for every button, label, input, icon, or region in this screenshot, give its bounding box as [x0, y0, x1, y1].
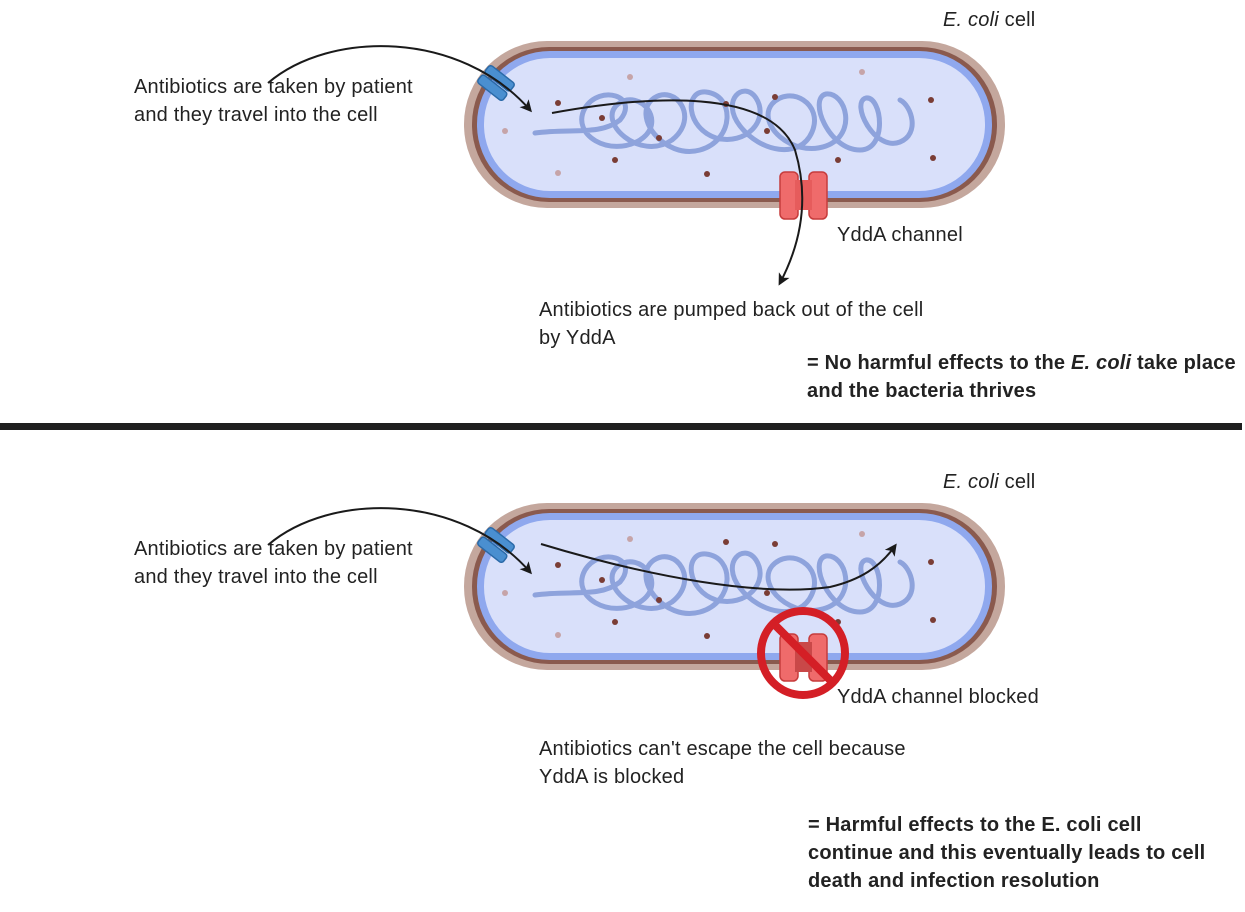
dna-strand: [532, 88, 915, 154]
species-name: E. coli: [943, 9, 999, 31]
porin-icon: [477, 64, 515, 102]
blocked-sign-icon: [757, 607, 849, 699]
bottom-cell-diagram: [267, 503, 1005, 699]
outcome-text: = Harmful effects to the E. coli cell co…: [808, 814, 1206, 892]
efflux-text: Antibiotics are pumped back out of the c…: [539, 299, 924, 349]
cell-label: E. coli cell: [943, 468, 1035, 496]
channel-label: YddA channel: [837, 224, 963, 246]
efflux-arrow: [551, 99, 804, 286]
intake-arrow: [267, 45, 532, 113]
dna-strand: [532, 550, 915, 616]
cell-word: cell: [1004, 9, 1036, 31]
species-name: E. coli: [943, 471, 999, 493]
porin-icon: [477, 526, 515, 564]
channel-label: YddA channel blocked: [837, 686, 1039, 708]
cytoplasm: [484, 58, 985, 191]
ecoli-cell: [464, 41, 1005, 208]
bottom-panel: E. coli cell Antibiotics are taken by pa…: [0, 462, 1245, 912]
outcome-prefix: = No harmful effects to the: [807, 352, 1071, 374]
yddA-channel-icon: [779, 171, 828, 220]
intake-text: Antibiotics are taken by patient and the…: [134, 538, 413, 588]
small-molecules: [502, 69, 865, 176]
top-cell-diagram: [267, 41, 1005, 286]
outcome-suffix: take place and the bacteria thrives: [807, 352, 1236, 402]
blocked-text: Antibiotics can't escape the cell becaus…: [539, 738, 906, 788]
panel-divider: [0, 423, 1242, 430]
trapped-arrow: [540, 543, 897, 591]
outcome-text: = No harmful effects to the E. coli take…: [807, 349, 1237, 405]
cell-label: E. coli cell: [943, 6, 1035, 34]
intake-text: Antibiotics are taken by patient and the…: [134, 76, 413, 126]
small-molecules: [502, 531, 865, 638]
cell-word: cell: [1004, 471, 1036, 493]
outcome-species: E. coli: [1070, 352, 1132, 374]
top-panel: E. coli cell Antibiotics are taken by pa…: [0, 0, 1245, 450]
intake-arrow: [267, 507, 532, 575]
